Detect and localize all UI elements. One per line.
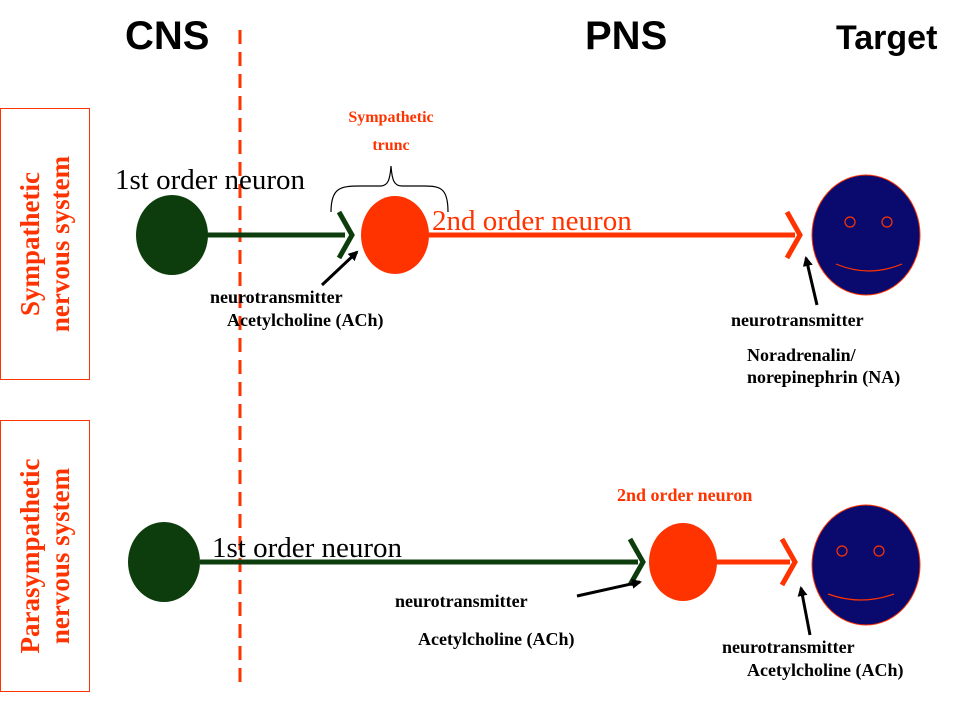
parasympathetic-target-left-eye (836, 545, 848, 557)
sympathetic-system-box: Sympathetic nervous system (0, 108, 90, 380)
parasympathetic-target-organ (811, 504, 921, 626)
parasympathetic-synapse-2-terminal (779, 537, 798, 587)
target-header: Target (836, 19, 938, 57)
sympathetic-synapse-2-terminal (784, 210, 803, 260)
parasympathetic-system-box: Parasympathetic nervous system (0, 420, 90, 692)
sympathetic-trunk-label-line1: Sympathetic (348, 109, 434, 126)
sympathetic-target-organ (811, 174, 921, 296)
parasympathetic-nt1-label: neurotransmitter (395, 591, 528, 611)
sympathetic-nt2-label: neurotransmitter (731, 310, 864, 330)
parasympathetic-nt2-arrow (797, 586, 812, 636)
sympathetic-second-neuron-label: 2nd order neuron (432, 205, 632, 237)
sympathetic-second-order-neuron (361, 196, 429, 274)
sympathetic-nt2-arrow (802, 256, 819, 306)
parasympathetic-synapse-1-terminal (627, 537, 646, 587)
parasympathetic-second-order-neuron (649, 523, 717, 601)
parasympathetic-target-right-eye (873, 545, 885, 557)
pns-header: PNS (585, 14, 668, 58)
parasympathetic-target-mouth (827, 593, 895, 601)
sympathetic-target-mouth (835, 263, 903, 272)
sympathetic-nt1-arrow (320, 250, 359, 287)
sympathetic-nt1-name: Acetylcholine (ACh) (227, 310, 384, 330)
cns-header: CNS (125, 14, 210, 58)
sympathetic-synapse-1-terminal (336, 210, 355, 260)
sympathetic-trunk-brace (330, 165, 449, 213)
sympathetic-trunk-label-line2: trunc (372, 137, 410, 154)
sympathetic-target-left-eye (844, 216, 856, 228)
sympathetic-first-neuron-label: 1st order neuron (115, 164, 306, 196)
sympathetic-target-right-eye (881, 216, 893, 228)
parasympathetic-nt1-name: Acetylcholine (ACh) (418, 629, 575, 649)
sympathetic-first-order-neuron (136, 195, 208, 275)
sympathetic-nt2-name: Noradrenalin/ norepinephrin (NA) (747, 344, 900, 388)
parasympathetic-nt1-arrow (576, 578, 642, 598)
parasympathetic-nt2-label: neurotransmitter (722, 637, 855, 657)
parasympathetic-first-order-neuron (128, 522, 200, 602)
sympathetic-nt2-name-line1: Noradrenalin/ (747, 345, 856, 365)
parasympathetic-nt2-name: Acetylcholine (ACh) (747, 660, 904, 680)
sympathetic-trunk-label: Sympathetic trunc (318, 104, 464, 160)
sympathetic-nt1-label: neurotransmitter (210, 287, 343, 307)
parasympathetic-second-neuron-label: 2nd order neuron (617, 485, 753, 505)
sympathetic-nt2-name-line2: norepinephrin (NA) (747, 367, 901, 387)
parasympathetic-first-neuron-label: 1st order neuron (212, 532, 403, 564)
